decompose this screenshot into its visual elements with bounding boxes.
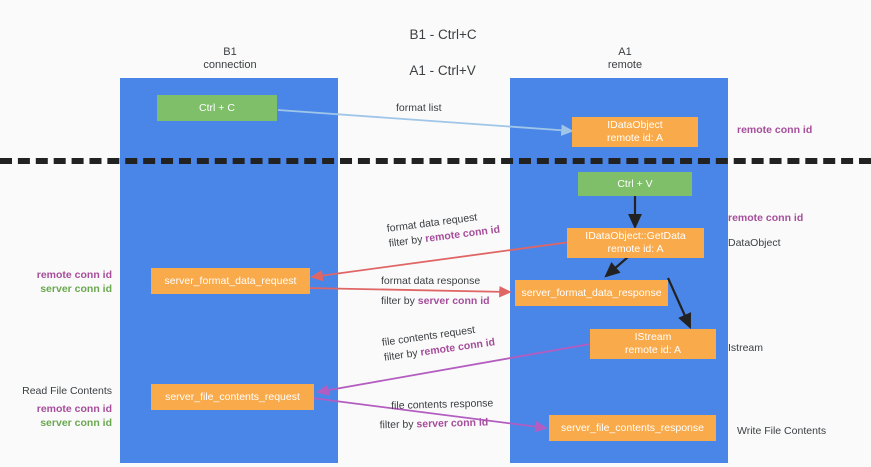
box-istream[interactable]: IStream remote id: A (590, 329, 716, 359)
label-format-data-request: format data request filter by remote con… (386, 208, 501, 252)
box-istream-label: IStream (634, 331, 672, 343)
label-file-contents-response-accent: server conn id (416, 416, 489, 431)
box-server-format-data-request[interactable]: server_format_data_request (151, 268, 310, 294)
label-file-contents-request-filter-prefix: filter by (383, 346, 422, 364)
label-format-data-response-accent: server conn id (417, 295, 490, 307)
annotation-write-file-contents: Write File Contents (737, 425, 827, 437)
box-getdata-label: IDataObject::GetData (585, 230, 686, 242)
box-ctrl-c-label: Ctrl + C (199, 101, 235, 114)
label-file-contents-response-filter-prefix: filter by (379, 418, 417, 432)
box-getdata[interactable]: IDataObject::GetData remote id: A (567, 228, 704, 258)
box-getdata-remote-id: remote id: A (607, 243, 664, 255)
label-format-data-response-row1: format data response (381, 275, 481, 287)
box-ctrl-v-label: Ctrl + V (617, 177, 653, 190)
annotation-left-conn-ids-top: remote conn id server conn id (0, 268, 112, 296)
box-istream-remote-id: remote id: A (624, 344, 682, 356)
annotation-left-server-conn-id-bottom: server conn id (40, 417, 112, 429)
annotation-left-conn-ids-bottom: remote conn id server conn id (0, 402, 112, 430)
box-server-file-contents-request[interactable]: server_file_contents_request (151, 384, 314, 410)
annotation-left-remote-conn-id-bottom: remote conn id (36, 403, 112, 415)
annotation-istream: Istream (728, 342, 764, 354)
label-format-data-response-row2: filter by server conn id (381, 294, 490, 309)
label-format-list: format list (396, 101, 442, 116)
label-format-data-response-filter-prefix: filter by (381, 295, 418, 307)
box-ctrl-c[interactable]: Ctrl + C (157, 95, 277, 121)
annotation-left-server-conn-id-top: server conn id (40, 283, 112, 295)
box-server-file-contents-response-label: server_file_contents_response (560, 421, 704, 434)
phase-divider (0, 158, 871, 164)
box-server-format-data-response[interactable]: server_format_data_response (515, 280, 668, 306)
annotation-remote-conn-id-mid: remote conn id (728, 212, 804, 224)
label-format-list-text: format list (396, 102, 442, 114)
box-ctrl-v[interactable]: Ctrl + V (578, 172, 692, 196)
column-header-a1-name: A1 (618, 46, 632, 58)
page-title: B1 - Ctrl+C A1 - Ctrl+V (0, 8, 871, 98)
box-idataobject[interactable]: IDataObject remote id: A (572, 117, 698, 147)
box-server-format-data-response-label: server_format_data_response (521, 286, 662, 299)
label-file-contents-request: file contents request filter by remote c… (381, 320, 496, 365)
label-file-contents-response-row2: filter by server conn id (380, 415, 495, 433)
page-title-line2: A1 - Ctrl+V (409, 63, 476, 78)
annotation-dataobject: DataObject (728, 237, 781, 249)
label-file-contents-response: file contents response filter by server … (380, 396, 494, 433)
column-header-a1: A1 remote (510, 46, 740, 72)
column-header-b1-subtitle: connection (203, 59, 257, 71)
box-server-format-data-request-label: server_format_data_request (164, 274, 297, 287)
annotation-read-file-contents: Read File Contents (22, 385, 112, 397)
annotation-left-remote-conn-id-top: remote conn id (36, 269, 112, 281)
box-server-file-contents-response[interactable]: server_file_contents_response (549, 415, 716, 441)
annotation-remote-conn-id-top: remote conn id (737, 124, 813, 136)
label-format-data-response: format data response filter by server co… (381, 274, 490, 309)
column-header-a1-subtitle: remote (607, 59, 643, 71)
label-format-data-request-filter-prefix: filter by (388, 233, 427, 250)
column-header-b1-name: B1 (223, 46, 237, 58)
box-server-file-contents-request-label: server_file_contents_request (165, 390, 300, 403)
label-file-contents-response-row1: file contents response (391, 397, 494, 412)
box-idataobject-label: IDataObject (607, 119, 663, 131)
column-header-b1: B1 connection (120, 46, 340, 72)
box-idataobject-remote-id: remote id: A (606, 132, 664, 144)
page-title-line1: B1 - Ctrl+C (409, 27, 477, 42)
